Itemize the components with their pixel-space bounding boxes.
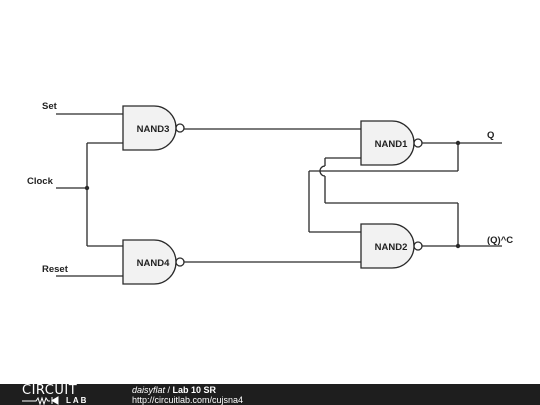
input-label-clock: Clock <box>27 176 54 187</box>
nand1-bubble <box>413 138 423 148</box>
resistor-icon <box>22 396 59 405</box>
input-label-reset: Reset <box>42 264 69 275</box>
nand3-label: NAND3 <box>137 124 170 135</box>
output-label-q-complement: (Q)^C <box>487 235 513 246</box>
circuit-url[interactable]: http://circuitlab.com/cujsna4 <box>132 394 244 405</box>
junction-clock <box>84 185 90 191</box>
wire-fb-qc-hop <box>319 165 326 177</box>
junction-q <box>455 140 461 146</box>
separator: / <box>165 384 173 395</box>
nand2-label: NAND2 <box>375 242 408 253</box>
nand2-gate[interactable]: NAND2 <box>360 223 423 269</box>
nand1-gate[interactable]: NAND1 <box>360 120 423 166</box>
nand3-bubble <box>175 123 185 133</box>
output-label-q: Q <box>487 130 494 141</box>
nand4-gate[interactable]: NAND4 <box>122 239 185 285</box>
nand3-gate[interactable]: NAND3 <box>122 105 185 151</box>
logo-text-top: CIRCUIT <box>22 383 78 398</box>
junction-qc <box>455 243 461 249</box>
nand4-label: NAND4 <box>137 258 170 269</box>
nand2-bubble <box>413 241 423 251</box>
nand1-label: NAND1 <box>375 139 408 150</box>
circuit-title[interactable]: Lab 10 SR <box>172 384 217 395</box>
input-label-set: Set <box>42 101 58 112</box>
circuit-schematic: NAND3 NAND4 NAND1 NAND2 Set Clock Reset … <box>27 101 513 285</box>
author-title-line: daisyflat / Lab 10 SR <box>132 385 243 395</box>
nand4-bubble <box>175 257 185 267</box>
footer-bar: CIRCUIT LAB daisyflat / Lab 10 SR http:/… <box>0 384 540 405</box>
logo-text-bottom: LAB <box>66 396 89 405</box>
author-link[interactable]: daisyflat <box>132 384 166 395</box>
circuitlab-logo[interactable]: CIRCUIT LAB <box>22 384 126 405</box>
circuit-meta: daisyflat / Lab 10 SR http://circuitlab.… <box>132 385 243 405</box>
